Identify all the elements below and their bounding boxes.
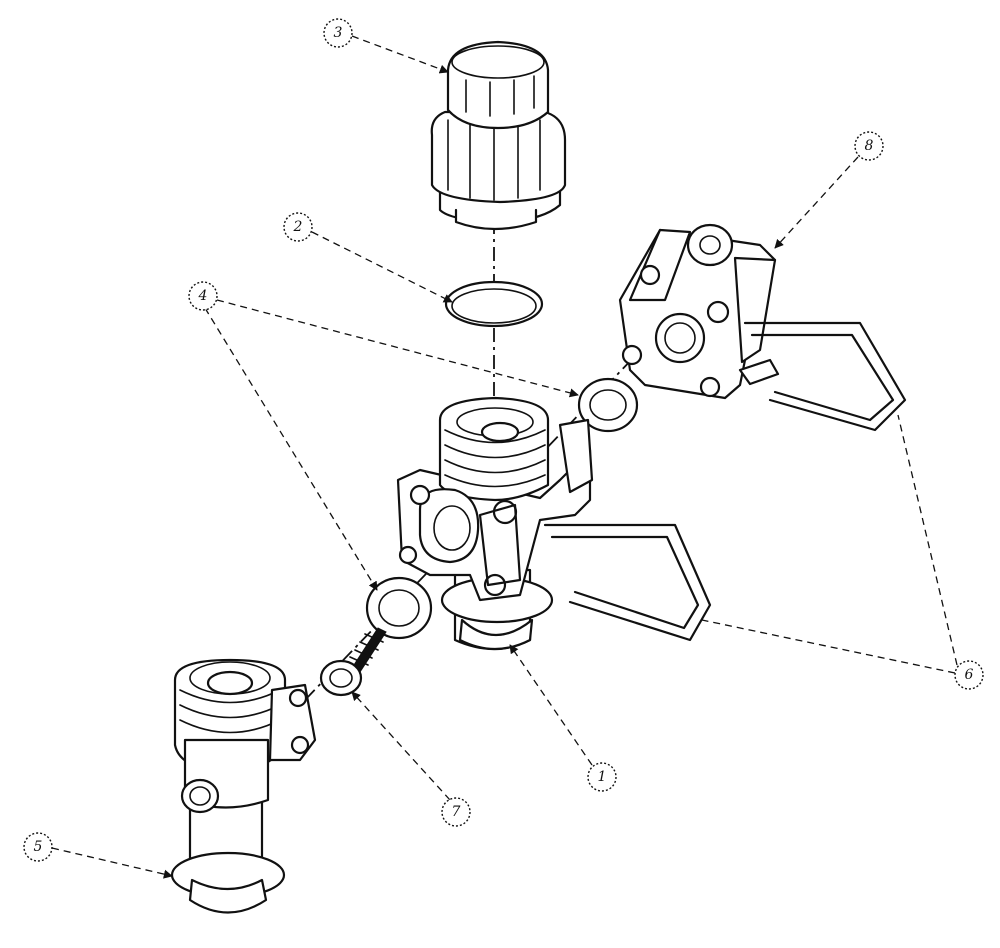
- callout-8-label: 8: [865, 138, 874, 154]
- part-3-knob-cap: [430, 40, 567, 231]
- leader-lines: [51, 35, 958, 879]
- part-6-wire-clips: [543, 321, 907, 642]
- leader-3: [351, 35, 449, 74]
- leader-6a: [897, 414, 958, 666]
- leader-4a: [216, 299, 579, 398]
- leader-7: [351, 691, 451, 801]
- part-7-spring-poppet: [319, 627, 387, 697]
- callout-1: 1: [587, 762, 617, 792]
- part-5-lower-fitting: [170, 658, 317, 914]
- callout-2-label: 2: [293, 219, 303, 235]
- leader-4b: [204, 307, 378, 591]
- part-2-gasket-disc: [444, 280, 544, 328]
- callout-6-label: 6: [965, 667, 974, 683]
- callout-4: 4: [188, 281, 218, 311]
- leader-5: [51, 847, 173, 879]
- callout-5-label: 5: [34, 839, 43, 855]
- leader-8: [774, 156, 859, 249]
- callout-4-label: 4: [198, 288, 208, 304]
- callout-5: 5: [23, 832, 53, 862]
- callout-2: 2: [283, 212, 313, 242]
- part-4-washers: [365, 377, 639, 640]
- leader-1: [509, 644, 593, 766]
- leader-2: [311, 231, 453, 303]
- leader-6b: [701, 619, 956, 674]
- callout-8: 8: [854, 131, 884, 161]
- part-1-valve-body: [396, 396, 594, 650]
- callout-1-label: 1: [598, 769, 607, 785]
- callout-7-label: 7: [452, 804, 461, 820]
- part-8-bracket: [618, 223, 780, 400]
- callout-3: 3: [323, 18, 353, 48]
- callout-7: 7: [441, 797, 471, 827]
- callout-3-label: 3: [334, 25, 343, 41]
- callout-6: 6: [954, 660, 984, 690]
